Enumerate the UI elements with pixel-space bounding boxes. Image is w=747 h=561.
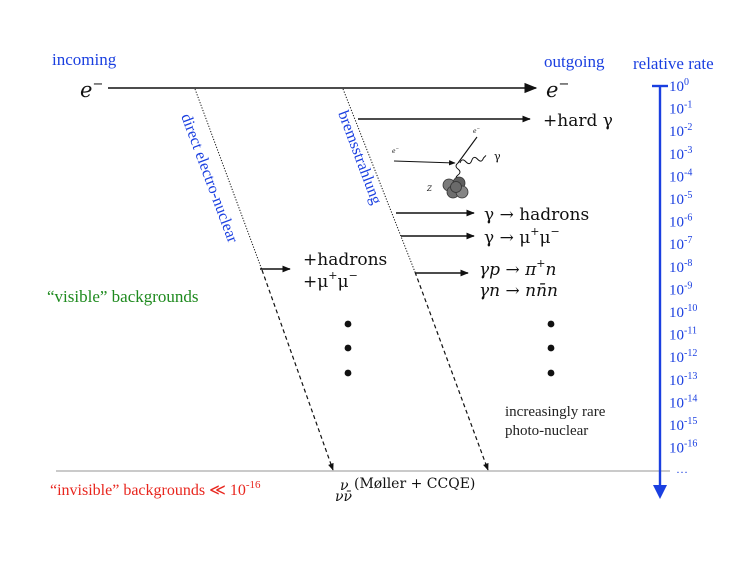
- nu-top-label: ν: [340, 478, 349, 494]
- ellipsis-dots-left: [344, 320, 352, 377]
- direct-mumu-label: +μ+μ−: [303, 269, 358, 292]
- rate-tick-label: 10-11: [669, 326, 697, 344]
- brems-diagonal-lower: [414, 271, 489, 471]
- relative-rate-label: relative rate: [633, 54, 714, 73]
- rate-tick-label: 10-4: [669, 167, 692, 185]
- moller-ccqe-label: (Møller + CCQE): [354, 476, 475, 492]
- brems-diagonal-upper: [342, 88, 416, 273]
- rate-tick-label: 10-13: [669, 371, 697, 389]
- rate-tick-label: 10-12: [669, 348, 697, 366]
- rate-tick-label: 10-14: [669, 393, 697, 411]
- inset-e-out-label: e−: [473, 126, 480, 135]
- gamma-n-label: γn → nn̄n: [479, 281, 558, 301]
- rate-tick-label: 10-15: [669, 416, 697, 434]
- rate-scale-ticks: 100 10-1 10-2 10-3 10-4 10-5 10-6 10-7 10-8 10-9 1…: [669, 77, 697, 457]
- inset-z-label: Z: [426, 185, 432, 193]
- rate-tick-label: 10-6: [669, 213, 692, 231]
- photo-nuclear-label: photo-nuclear: [505, 423, 588, 439]
- direct-diagonal-lower: [261, 269, 334, 471]
- inset-e-in-label: e−: [392, 146, 399, 155]
- rate-tick-label: 10-9: [669, 280, 692, 298]
- rate-tick-label: 10-16: [669, 439, 697, 457]
- rate-scale-ellipsis: …: [676, 462, 688, 476]
- bremsstrahlung-label: bremsstrahlung: [334, 108, 384, 206]
- hard-gamma-label: +hard γ: [543, 111, 613, 131]
- bremsstrahlung-inset: e− e− γ Z: [392, 126, 501, 199]
- gamma-hadrons-label: γ → hadrons: [484, 205, 589, 225]
- inset-photon-line: [459, 155, 487, 165]
- rate-tick-label: 10-5: [669, 190, 692, 208]
- nucleus-icon: [442, 176, 469, 199]
- rate-scale: 100 10-1 10-2 10-3 10-4 10-5 10-6 10-7 10-8 10-9 1…: [652, 77, 697, 499]
- inset-gamma-label: γ: [494, 150, 501, 163]
- ellipsis-dots-right: [547, 320, 555, 377]
- rate-scale-arrowhead: [653, 485, 667, 499]
- direct-electro-nuclear-label: direct electro-nuclear: [177, 111, 241, 245]
- nu-nubar-label: νν̄: [335, 489, 353, 505]
- gamma-mumu-label: γ → μ+μ−: [484, 225, 560, 248]
- electron-out-label: e−: [546, 77, 569, 102]
- electron-in-label: e−: [80, 77, 103, 102]
- outgoing-label: outgoing: [544, 52, 605, 71]
- rate-tick-label: 10-7: [669, 235, 692, 253]
- gamma-p-label: γp → π+n: [479, 257, 556, 280]
- visible-backgrounds-label: “visible” backgrounds: [47, 287, 199, 306]
- rate-tick-label: 100: [669, 77, 689, 95]
- hadrons-label: +hadrons: [303, 250, 387, 270]
- rate-tick-label: 10-8: [669, 258, 692, 276]
- inset-electron-out: [457, 136, 478, 164]
- inset-electron-in: [393, 160, 456, 166]
- rate-tick-label: 10-1: [669, 100, 692, 118]
- invisible-backgrounds-label: “invisible” backgrounds ≪ 10-16: [50, 479, 261, 499]
- rate-tick-label: 10-2: [669, 122, 692, 140]
- incoming-label: incoming: [52, 50, 117, 69]
- rate-tick-label: 10-10: [669, 303, 697, 321]
- increasingly-rare-label: increasingly rare: [505, 404, 606, 420]
- rate-tick-label: 10-3: [669, 145, 692, 163]
